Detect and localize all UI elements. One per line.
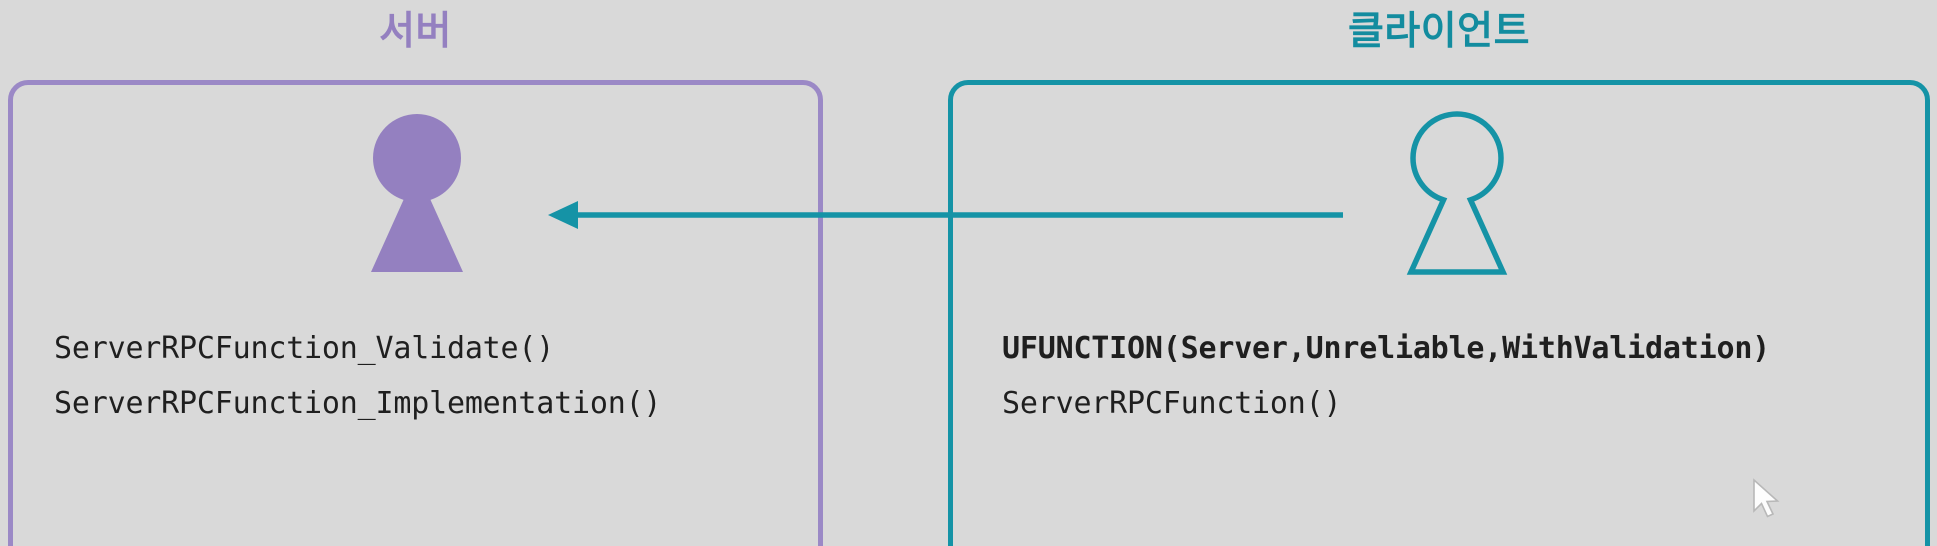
server-panel: [8, 80, 823, 546]
client-actor-shape: [1406, 111, 1508, 275]
rpc-call-arrow: [548, 196, 1348, 239]
server-code-block: ServerRPCFunction_Validate() ServerRPCFu…: [54, 334, 661, 419]
server-actor-shape: [371, 114, 463, 272]
server-actor-icon: [352, 108, 482, 285]
code-line: ServerRPCFunction_Validate(): [54, 331, 555, 366]
code-line: UFUNCTION(Server,Unreliable,WithValidati…: [1002, 331, 1771, 366]
code-line: ServerRPCFunction_Implementation(): [54, 386, 662, 421]
server-column-title: 서버: [379, 10, 452, 53]
client-panel: [948, 80, 1930, 546]
client-actor-icon: [1392, 108, 1522, 285]
arrow-left-head: [548, 201, 578, 229]
code-line: ServerRPCFunction(): [1002, 386, 1342, 421]
client-column-title: 클라이언트: [1348, 10, 1530, 53]
client-code-block: UFUNCTION(Server,Unreliable,WithValidati…: [1002, 334, 1770, 419]
